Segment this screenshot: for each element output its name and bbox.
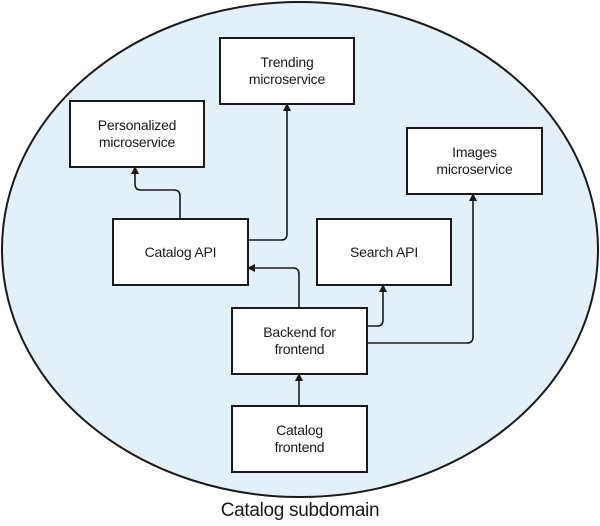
edge-backend-to-images <box>367 193 477 344</box>
edge-backend-to-catalog-api <box>247 264 300 307</box>
edge-backend-to-search-api <box>367 284 387 327</box>
node-images-microservice: Images microservice <box>406 127 543 195</box>
node-label: Catalog API <box>144 243 217 260</box>
node-trending-microservice: Trending microservice <box>219 37 355 105</box>
node-label: Backend for frontend <box>263 324 336 357</box>
edge-catalog-api-to-personalized <box>131 166 181 218</box>
node-search-api: Search API <box>316 218 452 286</box>
edge-catalog-api-to-trending <box>248 103 291 241</box>
diagram-caption: Catalog subdomain <box>220 500 380 521</box>
node-label: Catalog frontend <box>274 422 325 455</box>
node-label: Search API <box>349 243 419 260</box>
node-label: Trending microservice <box>248 54 326 87</box>
node-label: Personalized microservice <box>97 117 177 150</box>
node-catalog-frontend: Catalog frontend <box>231 405 368 473</box>
node-personalized-microservice: Personalized microservice <box>69 100 205 168</box>
node-label: Images microservice <box>436 144 513 177</box>
node-catalog-api: Catalog API <box>112 218 249 286</box>
node-backend-for-frontend: Backend for frontend <box>231 307 368 375</box>
